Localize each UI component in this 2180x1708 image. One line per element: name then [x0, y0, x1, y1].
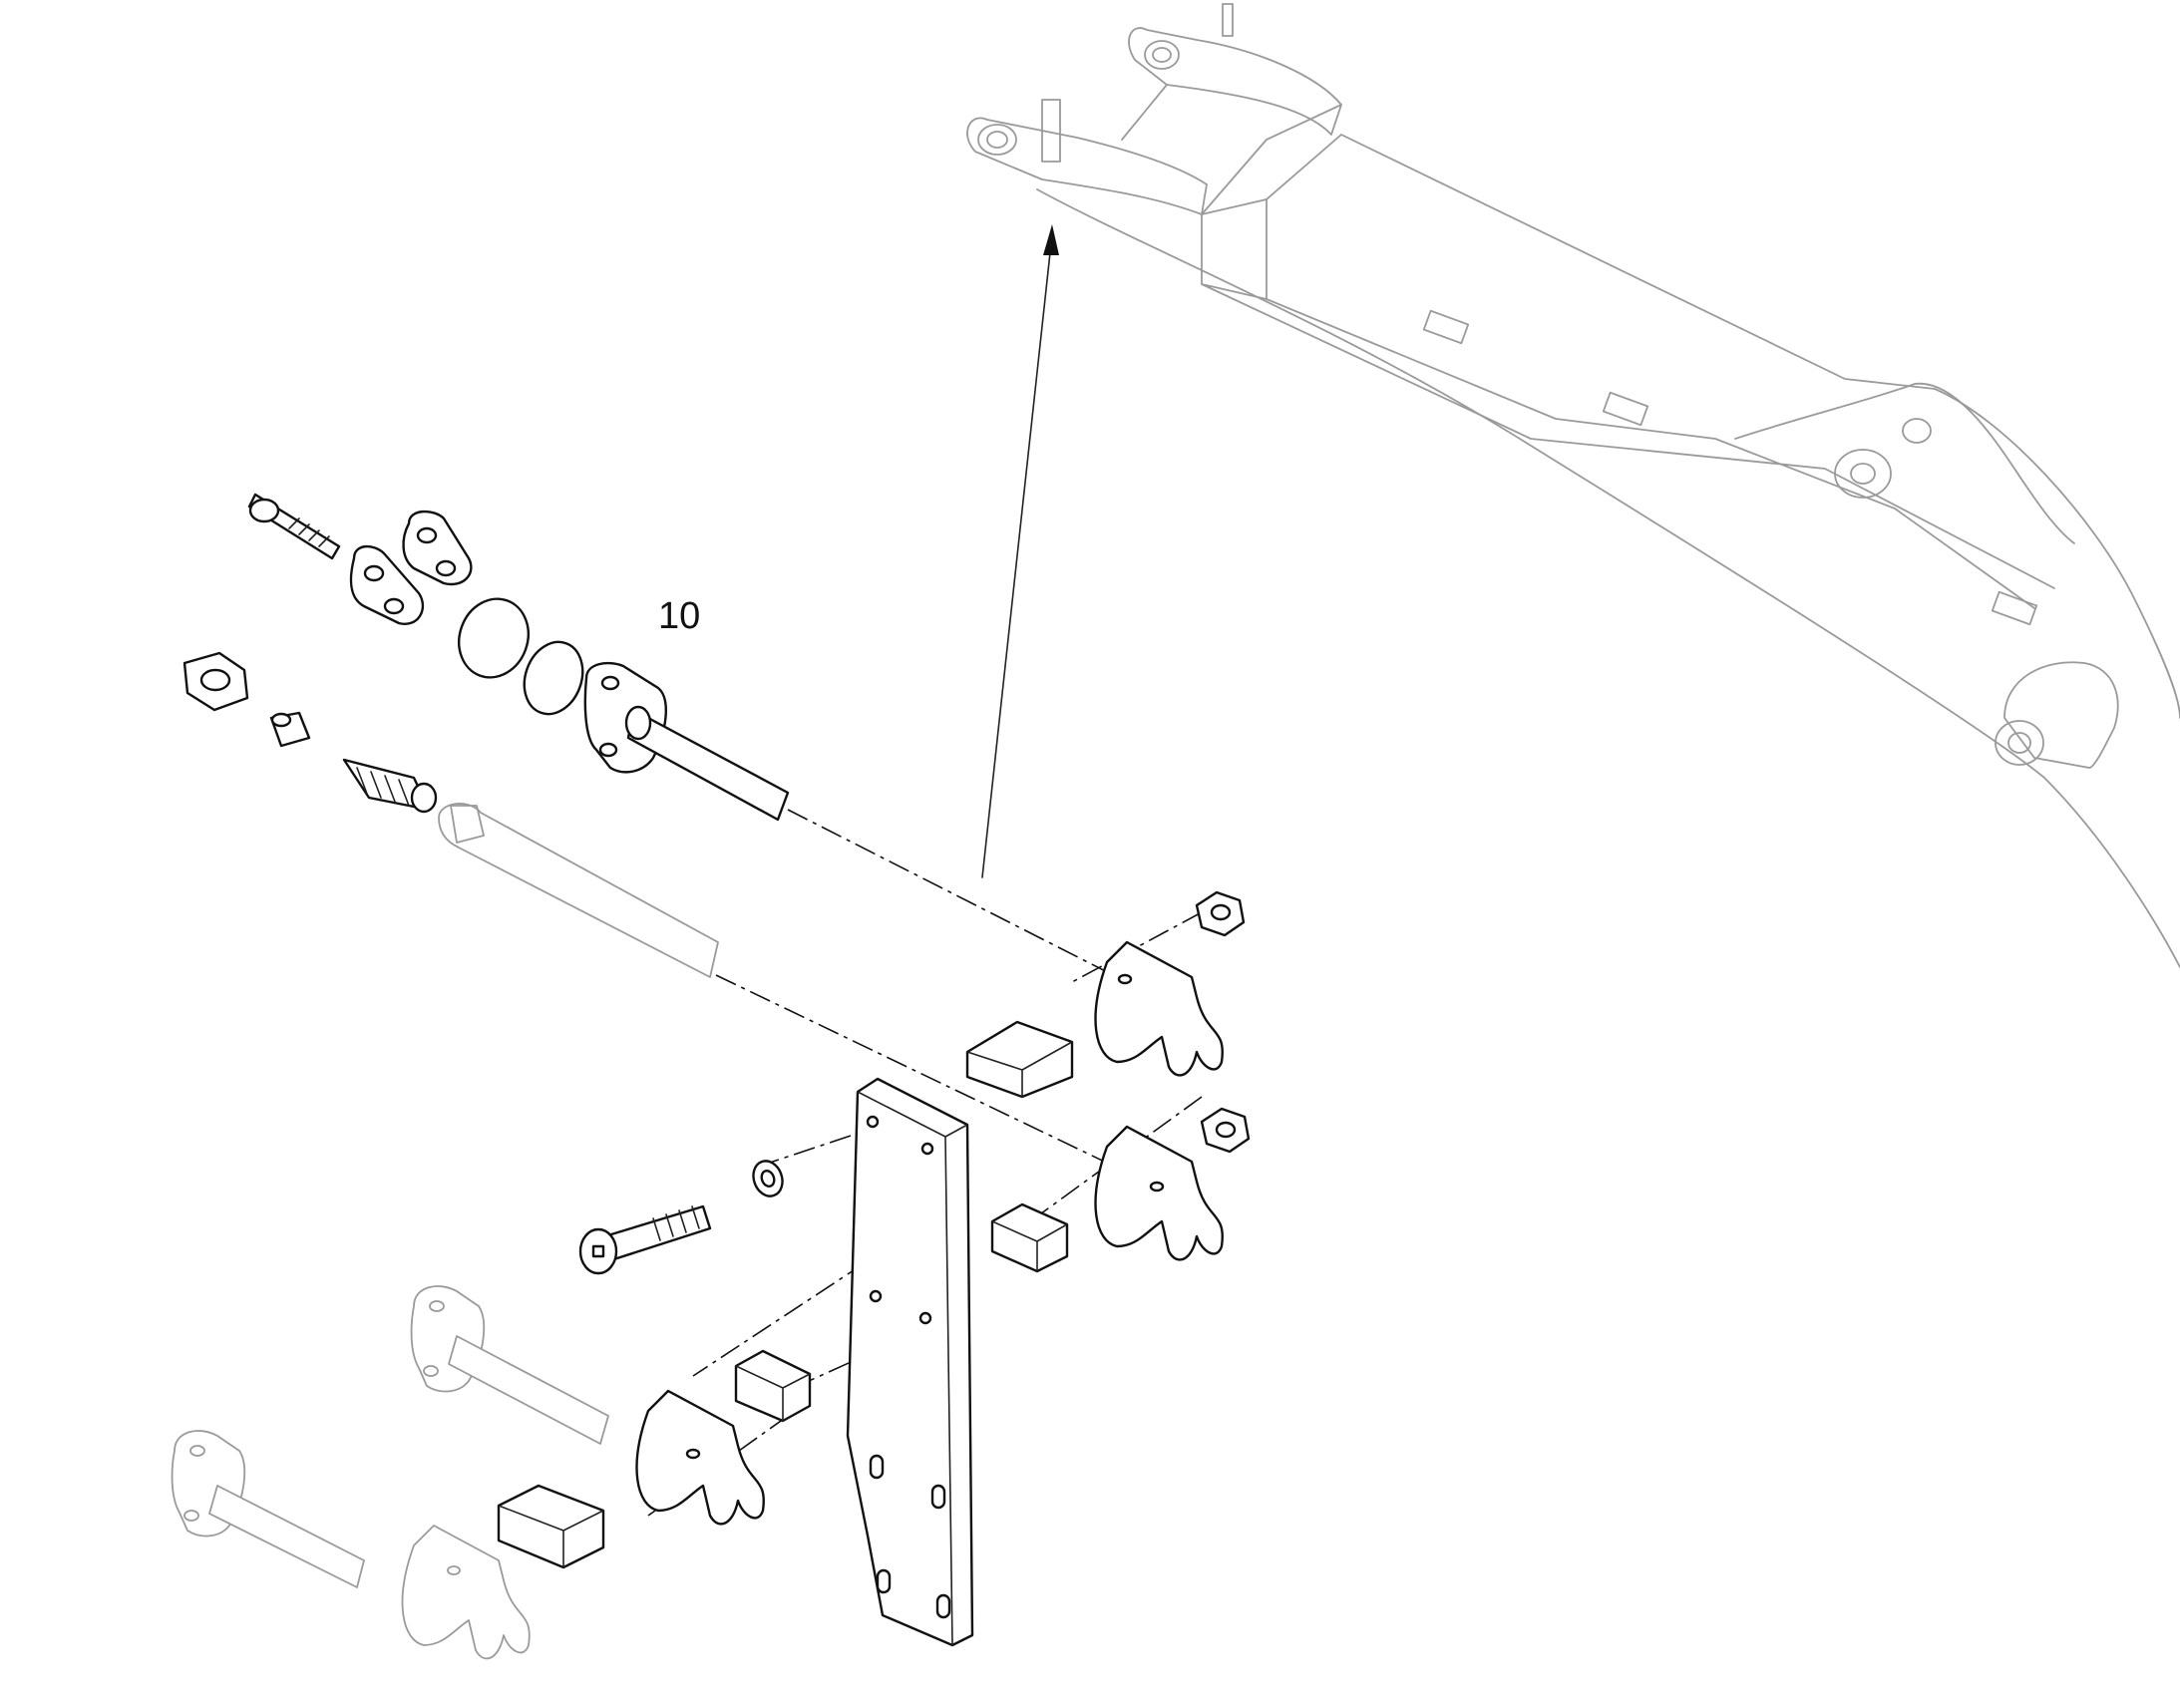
boom-cross-member: [1121, 84, 1342, 215]
boom-pad-2: [1602, 391, 1649, 427]
clamp-assembly-upper: [965, 890, 1246, 1099]
split-flange-pair: [349, 510, 473, 625]
location-arrow: [981, 224, 1059, 878]
hex-nut-large: [182, 651, 249, 712]
boom-upper-bracket: [1222, 3, 1234, 37]
boom-lower-curve: [1036, 188, 2180, 968]
o-ring-small: [523, 640, 584, 716]
boom-cylinder-eye: [1834, 449, 1892, 499]
location-arrow-head: [1043, 224, 1059, 255]
boom-bracket-eye: [1902, 418, 1932, 444]
boom-tip-pivot-eye: [1995, 720, 2044, 766]
boom-cylinder-bore: [1850, 463, 1876, 485]
hex-lock-nut-upper: [1195, 890, 1246, 937]
ghost-flanged-tube-lower: [171, 1430, 365, 1588]
clamp-assembly-middle: [990, 1107, 1251, 1273]
boom-tip-pivot-bore: [2007, 732, 2031, 754]
clamp-body-lower: [635, 1389, 765, 1526]
boom-main-body: [1201, 134, 2055, 609]
boom-upper-pivot-bore: [1152, 47, 1172, 63]
washer: [752, 1160, 784, 1197]
hex-lock-nut-middle: [1200, 1107, 1251, 1154]
ghost-flanged-tube-upper: [410, 1285, 609, 1445]
boom-pad-3: [1991, 590, 2038, 626]
flanged-tube-part-10: [583, 662, 790, 822]
callout-label-10: 10: [658, 595, 700, 637]
boom-tip-plate: [2003, 661, 2119, 769]
ghost-clamp-body: [401, 1525, 531, 1660]
boom-upper-pivot-eye: [1144, 40, 1180, 70]
socket-head-bolt: [578, 1204, 712, 1275]
mounting-plate: [846, 1077, 974, 1647]
boom-pad-1: [1422, 309, 1470, 345]
boom-arm: [966, 3, 2180, 968]
boom-lower-pivot-eye: [977, 124, 1017, 156]
clamp-body-upper: [1094, 940, 1224, 1077]
clamp-body-middle: [1094, 1125, 1224, 1261]
clamp-assembly-lower: [497, 1349, 812, 1569]
boom-upper-fork: [1128, 27, 1342, 136]
boom-lower-fork: [966, 117, 1208, 215]
boom-cylinder-mount: [1734, 383, 2075, 544]
boom-lower-pivot-bore: [986, 131, 1008, 149]
small-nipple-fitting: [269, 711, 311, 748]
boom-box-section: [1201, 198, 1268, 300]
spacer-block-upper: [965, 1020, 1074, 1099]
cap-screw-upper: [247, 493, 341, 560]
boom-outer-curve: [1934, 388, 2180, 719]
o-ring-large: [458, 597, 530, 679]
long-hydraulic-tube: [438, 803, 719, 978]
boom-lower-bracket: [1041, 99, 1061, 163]
location-arrow-shaft: [981, 233, 1053, 878]
hydraulic-fittings-group: [182, 493, 790, 978]
threaded-adapter: [342, 758, 438, 814]
spacer-block-lower-right: [734, 1349, 812, 1423]
